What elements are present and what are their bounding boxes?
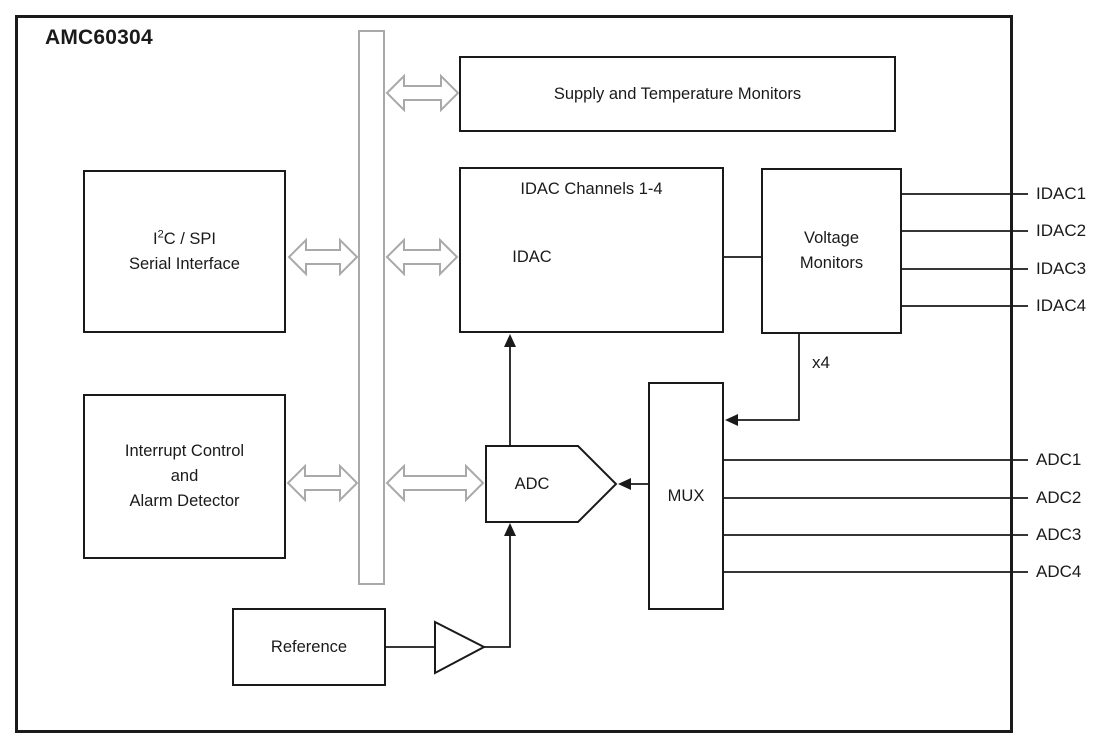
interrupt-label-line2: and (170, 467, 199, 486)
device-boundary-box (15, 15, 1013, 733)
interrupt-control-block: Interrupt Control and Alarm Detector (83, 394, 286, 559)
serial-superscript: 2 (157, 228, 164, 241)
voltage-monitors-block: Voltage Monitors (761, 168, 902, 334)
mux-block: MUX (648, 382, 724, 610)
reference-label: Reference (270, 637, 348, 656)
pin-idac1: IDAC1 (1036, 184, 1087, 203)
pin-adc4: ADC4 (1036, 562, 1082, 581)
idac-channels-block: IDAC Channels 1-4 (459, 167, 724, 333)
device-title: AMC60304 (45, 26, 153, 49)
pin-idac3: IDAC3 (1036, 259, 1087, 278)
interrupt-label-line1: Interrupt Control (124, 442, 245, 461)
serial-interface-block: I2C / SPI Serial Interface (83, 170, 286, 333)
pin-idac4: IDAC4 (1036, 296, 1087, 315)
interrupt-label-line3: Alarm Detector (129, 491, 240, 510)
serial-c-spi: C / SPI (163, 229, 216, 248)
serial-interface-label-line2: Serial Interface (129, 254, 240, 273)
x4-annotation: x4 (812, 353, 830, 372)
pin-adc2: ADC2 (1036, 488, 1082, 507)
serial-interface-label-line1: I2C / SPI (153, 227, 216, 252)
pin-adc1: ADC1 (1036, 450, 1082, 469)
idac-channels-title: IDAC Channels 1-4 (520, 180, 663, 198)
supply-temperature-monitors-label: Supply and Temperature Monitors (553, 84, 802, 103)
reference-block: Reference (232, 608, 386, 686)
serial-i: I (153, 229, 158, 248)
voltage-monitors-label-line1: Voltage (803, 229, 860, 248)
supply-temperature-monitors-block: Supply and Temperature Monitors (459, 56, 896, 132)
pin-idac2: IDAC2 (1036, 221, 1087, 240)
idac-shape-label: IDAC (512, 247, 552, 266)
pin-adc3: ADC3 (1036, 525, 1082, 544)
voltage-monitors-label-line2: Monitors (799, 254, 864, 272)
mux-label: MUX (667, 486, 705, 505)
adc-shape-label: ADC (514, 474, 550, 493)
